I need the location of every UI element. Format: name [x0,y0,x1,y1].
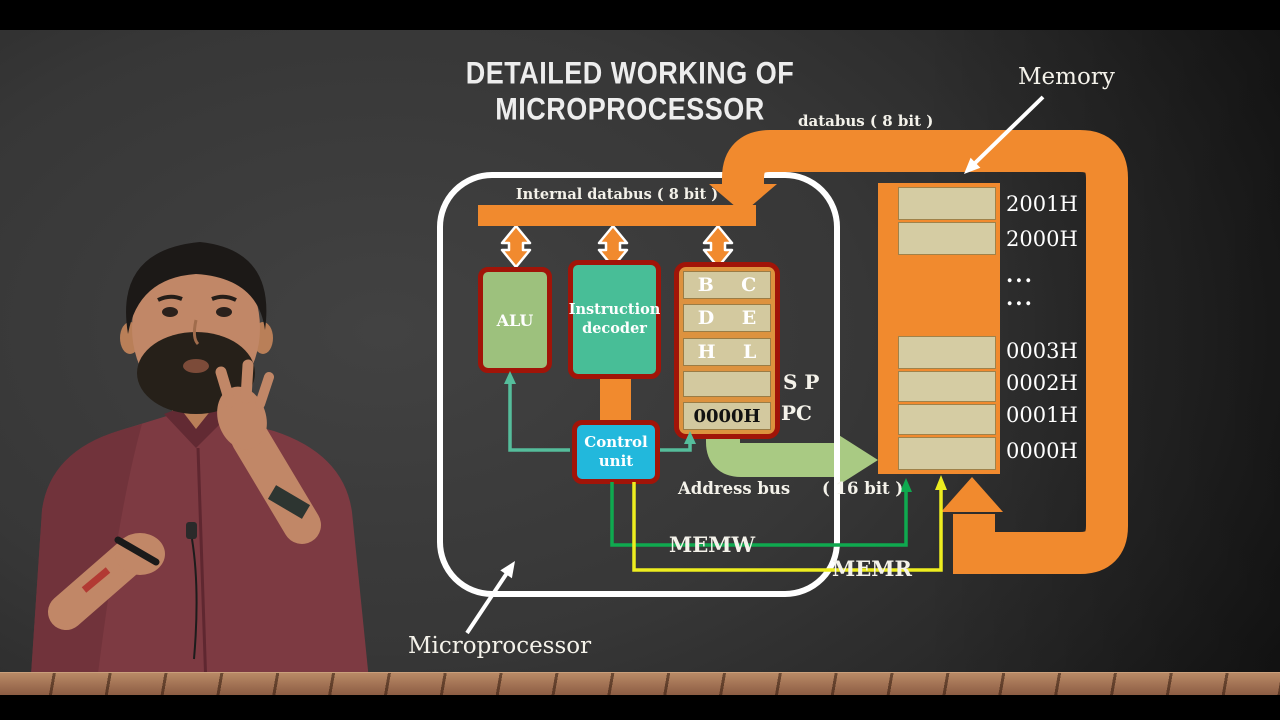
presenter-eye-left [162,307,178,317]
presenter-lower-forearm [48,540,146,630]
letterbox-top [0,0,1280,30]
pc-label: PC [781,401,812,425]
memory-address-2001h: 2001H [1006,192,1078,216]
presenter-shirt-placket [196,447,208,689]
page-title: DETAILED WORKING OF MICROPROCESSOR [465,56,795,127]
presenter-mic-wire [191,538,198,660]
memory-address-dots-1: ... [1006,262,1034,287]
internal-databus-label: Internal databus ( 8 bit ) [515,186,719,203]
register-d: D [697,307,715,330]
sp-label: S P [783,370,820,394]
presenter-mic [186,522,197,539]
memory-gap [898,257,996,334]
presenter-eye-right [216,307,232,317]
memr-label: MEMR [832,556,912,581]
presenter-brow-right [211,294,237,302]
wooden-floor [0,672,1280,696]
presenter-mouth [183,359,209,373]
memory-address-dots-2: ... [1006,285,1034,310]
presenter-bracelet [81,567,111,593]
address-bus-bits-text: ( 16 bit ) [821,479,904,498]
letterbox-bottom [0,695,1280,720]
presenter-person [30,242,370,690]
memory-block [878,183,1000,474]
address-bus-label-text: Address bus [678,479,791,498]
memory-cell-0000h [898,437,996,470]
memw-label: MEMW [669,532,756,557]
presenter-hair [126,242,267,334]
memory-address-0003h: 0003H [1006,339,1078,363]
memory-cell-0002h [898,371,996,402]
presenter-finger-2 [240,359,254,404]
presenter-brow-left [157,294,183,302]
presenter-collar [164,408,228,448]
memory-address-2000h: 2000H [1006,227,1078,251]
memory-address-0001h: 0001H [1006,403,1078,427]
presenter-finger-1 [215,366,236,408]
presenter-pen [114,536,160,566]
presenter-nose [192,319,200,346]
presenter-finger-3 [255,372,274,409]
internal-databus-bar [478,205,756,226]
databus-label: databus ( 8 bit ) [798,112,934,130]
alu-block: ALU [478,267,552,373]
memory-label: Memory [1018,64,1115,90]
memory-cell-2000h [898,222,996,255]
memory-cell-2001h [898,187,996,220]
memory-address-0000h: 0000H [1006,439,1078,463]
register-b: B [697,274,714,296]
register-h: H [697,340,716,363]
memory-address-0002h: 0002H [1006,371,1078,395]
microprocessor-boundary [437,172,840,597]
instruction-decoder-block: Instruction decoder [568,260,661,379]
memory-cell-0001h [898,404,996,435]
presenter-watch [267,485,311,519]
memory-cells [898,187,996,470]
decoder-control-connector [600,374,631,424]
address-bus-label: Address bus ( 16 bit ) [678,479,903,498]
microprocessor-label: Microprocessor [408,633,592,659]
control-unit-block: Control unit [572,420,660,484]
memory-cell-0003h [898,336,996,369]
